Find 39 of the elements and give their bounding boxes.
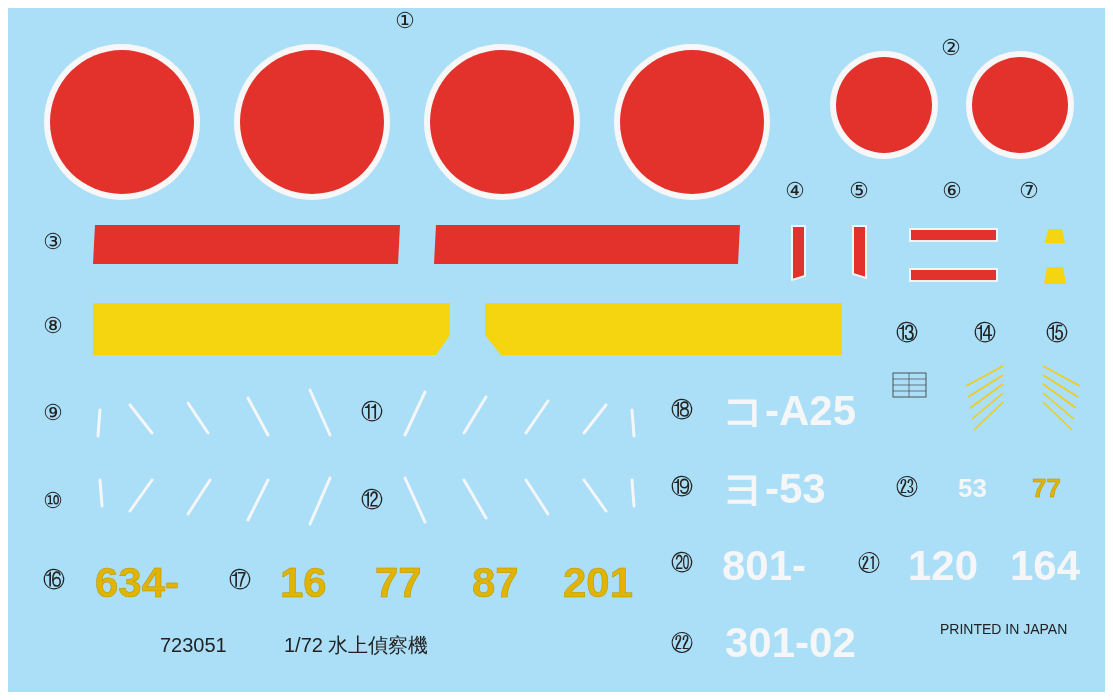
callout-number: ⑧ <box>43 312 63 338</box>
decal-number: 120 <box>908 542 979 590</box>
decal-number: 77 <box>1032 472 1061 504</box>
decal-number: 634- <box>95 559 180 607</box>
decal-number: 801- <box>722 542 807 590</box>
print-note: PRINTED IN JAPAN <box>940 621 1068 637</box>
callout-number: ⑥ <box>942 177 962 203</box>
callout-number: ⑬ <box>896 319 918 347</box>
callout-number: ⑦ <box>1019 177 1039 203</box>
callout-number: ② <box>941 34 961 60</box>
decal-number: 87 <box>472 559 519 607</box>
decal-number: ヨ-53 <box>722 464 826 514</box>
callout-number: ⑰ <box>229 566 251 594</box>
callout-number: ⑨ <box>43 399 63 425</box>
callout-number: ㉒ <box>671 630 693 656</box>
decal-number: コ-A25 <box>722 386 857 436</box>
callout-number: ㉑ <box>858 550 880 576</box>
decal-number: 301-02 <box>725 619 856 667</box>
callout-number: ⑭ <box>974 319 996 347</box>
decal-number: 53 <box>958 472 987 504</box>
callout-number: ⑲ <box>671 473 693 501</box>
callout-number: ⑩ <box>43 487 63 513</box>
callout-number: ⑯ <box>43 566 65 594</box>
decal-number: 16 <box>280 559 327 607</box>
callout-number: ① <box>395 7 415 33</box>
callout-number: ⑳ <box>671 549 693 577</box>
callout-number: ⑪ <box>361 398 383 426</box>
decal-number: 164 <box>1010 542 1081 590</box>
sheet-info-text: 723051 <box>160 633 227 657</box>
callout-number: ⑤ <box>849 177 869 203</box>
decal-number: 77 <box>375 559 422 607</box>
callout-number: ⑮ <box>1046 319 1068 347</box>
sheet-info-text: 1/72 水上偵察機 <box>284 632 429 658</box>
callout-number: ③ <box>43 228 63 254</box>
callout-number: ㉓ <box>896 474 918 500</box>
callout-number: ⑱ <box>671 396 693 424</box>
callout-number: ⑫ <box>361 486 383 514</box>
decal-number: 201 <box>563 559 634 607</box>
callout-number: ④ <box>785 177 805 203</box>
